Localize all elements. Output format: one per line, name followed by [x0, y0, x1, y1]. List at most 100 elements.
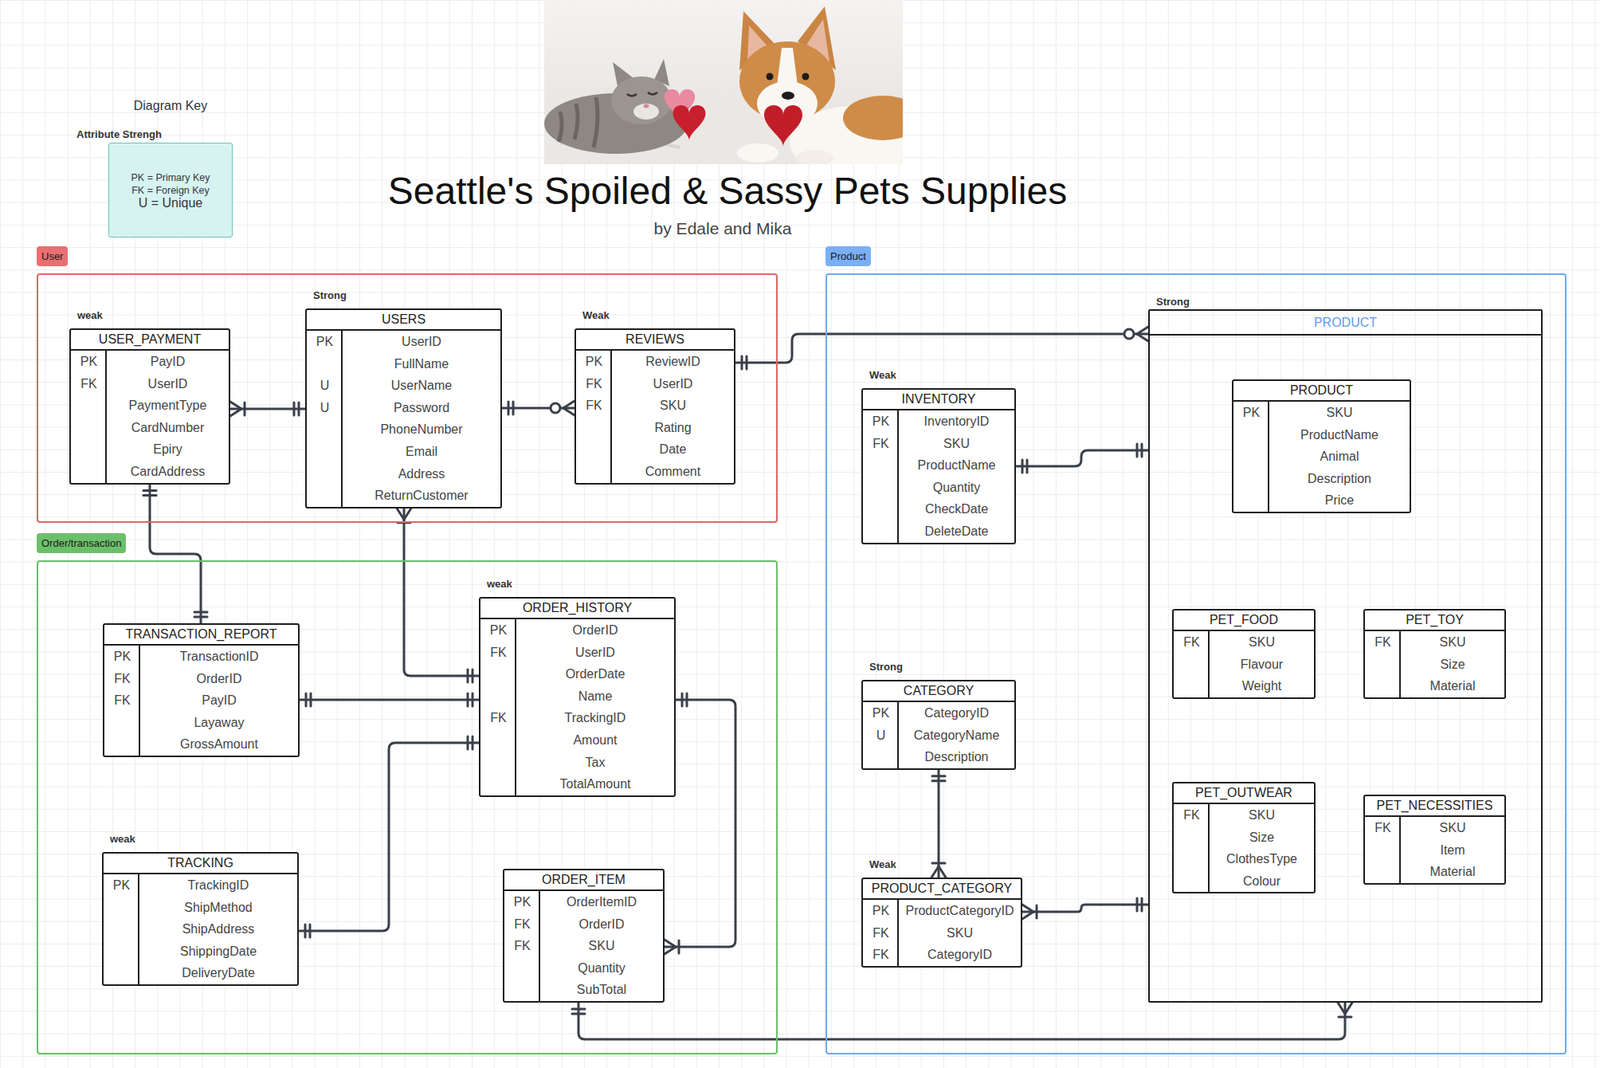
attribute-name: ProductName	[917, 458, 997, 472]
attribute-name: DeleteDate	[924, 524, 989, 538]
attribute-name: UserID	[575, 645, 616, 659]
attribute-cell: PhoneNumber	[342, 418, 501, 441]
cardinality-mark	[1021, 459, 1024, 473]
table-row: ShipAddress	[103, 917, 298, 941]
attribute-cell: Amount	[516, 729, 675, 752]
attribute-name: Size	[1249, 830, 1275, 844]
cardinality-mark	[396, 508, 404, 520]
key-cell: FK	[70, 372, 107, 396]
table-row: Material	[1364, 674, 1505, 698]
table-row: Comment	[576, 460, 734, 483]
key-code: FK	[872, 925, 889, 940]
key-cell	[306, 440, 343, 463]
attribute-cell: SKU	[1209, 803, 1314, 827]
cardinality-mark	[403, 508, 412, 520]
attribute-name: OrderID	[196, 671, 243, 686]
cardinality-mark	[466, 669, 470, 683]
attribute-name: Address	[398, 466, 446, 481]
relationship-line	[1022, 904, 1149, 912]
attribute-cell: ClothesType	[1209, 847, 1314, 871]
key-cell	[1173, 826, 1210, 849]
attribute-name: SKU	[588, 938, 616, 953]
table-body: PKTrackingIDShipMethodShipAddressShippin…	[103, 874, 298, 985]
attribute-cell: Address	[342, 462, 501, 486]
table-row: FKUserID	[576, 372, 734, 396]
cat-stripes	[558, 97, 598, 148]
key-cell	[576, 416, 612, 440]
table-body: PKProductCategoryIDFKSKUFKCategoryID	[862, 899, 1021, 966]
key-cell	[1173, 847, 1210, 871]
attribute-name: CardNumber	[131, 420, 205, 435]
key-cell: FK	[576, 394, 612, 417]
attribute-cell: ProductName	[898, 454, 1015, 477]
attribute-cell: ShipAddress	[139, 917, 298, 941]
table-row: Size	[1364, 653, 1505, 676]
table-row: Description	[1233, 467, 1410, 491]
cardinality-mark	[1338, 1015, 1352, 1019]
table-row: PKTransactionID	[104, 645, 299, 668]
red-heart	[673, 105, 706, 141]
key-code: PK	[113, 649, 131, 663]
key-divider	[105, 350, 107, 483]
table-row: Quantity	[504, 956, 663, 980]
attribute-name: ReturnCustomer	[374, 488, 468, 502]
table-header: CATEGORY	[862, 681, 1015, 702]
attribute-name: Email	[405, 444, 438, 459]
key-cell	[480, 772, 517, 796]
table-row: TotalAmount	[480, 772, 675, 796]
table-name: CATEGORY	[903, 683, 974, 698]
dog-blaze	[776, 47, 798, 87]
key-cell	[306, 352, 343, 376]
table-row: PKUserID	[306, 330, 501, 353]
key-cell: PK	[862, 899, 899, 922]
attribute-cell: SKU	[1269, 401, 1410, 424]
cardinality-mark	[507, 401, 510, 415]
key-code: FK	[872, 947, 889, 961]
attribute-name: SKU	[1439, 820, 1467, 835]
key-divider	[1399, 631, 1401, 698]
strength-label: Weak	[582, 309, 610, 322]
attribute-name: PayID	[201, 693, 237, 707]
key-cell: FK	[104, 667, 141, 691]
key-code: PK	[872, 414, 890, 428]
key-cell	[1233, 445, 1270, 468]
group-header: PRODUCT	[1149, 310, 1542, 336]
key-code: PK	[80, 354, 98, 369]
attribute-name: TrackingID	[564, 710, 627, 725]
key-code: FK	[1374, 820, 1391, 835]
entity-table: PET_FOODFKSKUFlavourWeight	[1172, 608, 1316, 699]
table-body: FKSKUFlavourWeight	[1173, 631, 1314, 698]
key-divider	[897, 701, 899, 769]
relationship-connector	[572, 1002, 1353, 1040]
table-row: UPassword	[306, 396, 501, 420]
table-row: FK OrderID	[104, 667, 299, 691]
attribute-cell: Price	[1269, 489, 1410, 512]
region-frame: Order/transactionTRANSACTION_REPORTPKTra…	[36, 560, 778, 1055]
attribute-cell: Weight	[1209, 674, 1314, 698]
key-divider	[1207, 803, 1210, 892]
table-header: PET_OUTWEAR	[1173, 783, 1314, 804]
relationship-line	[298, 742, 479, 931]
attribute-cell: UserName	[342, 374, 501, 397]
key-cell	[1173, 870, 1210, 893]
attribute-name: Quantity	[933, 480, 981, 495]
table-row: FullName	[306, 352, 501, 376]
key-cell	[1364, 653, 1401, 676]
attribute-cell: Animal	[1269, 445, 1410, 468]
attribute-name: Price	[1325, 493, 1354, 507]
attribute-cell: TrackingID	[516, 706, 675, 730]
table-row: UUserName	[306, 374, 501, 397]
table-row: FKSKU	[576, 394, 734, 417]
relationship-connector	[230, 401, 306, 416]
attribute-cell: Material	[1400, 674, 1505, 698]
table-row: UCategoryName	[862, 724, 1015, 747]
table-row: ProductName	[1233, 423, 1410, 447]
table-name: PRODUCT	[1290, 383, 1353, 397]
cardinality-mark	[243, 402, 247, 416]
cardinality-mark	[938, 866, 946, 878]
dog-paw	[737, 143, 779, 163]
table-row: ProductName	[862, 454, 1015, 477]
key-code: PK	[585, 354, 603, 369]
entity-table: PET_TOYFKSKUSizeMaterial	[1363, 608, 1506, 699]
cardinality-mark	[466, 736, 470, 750]
